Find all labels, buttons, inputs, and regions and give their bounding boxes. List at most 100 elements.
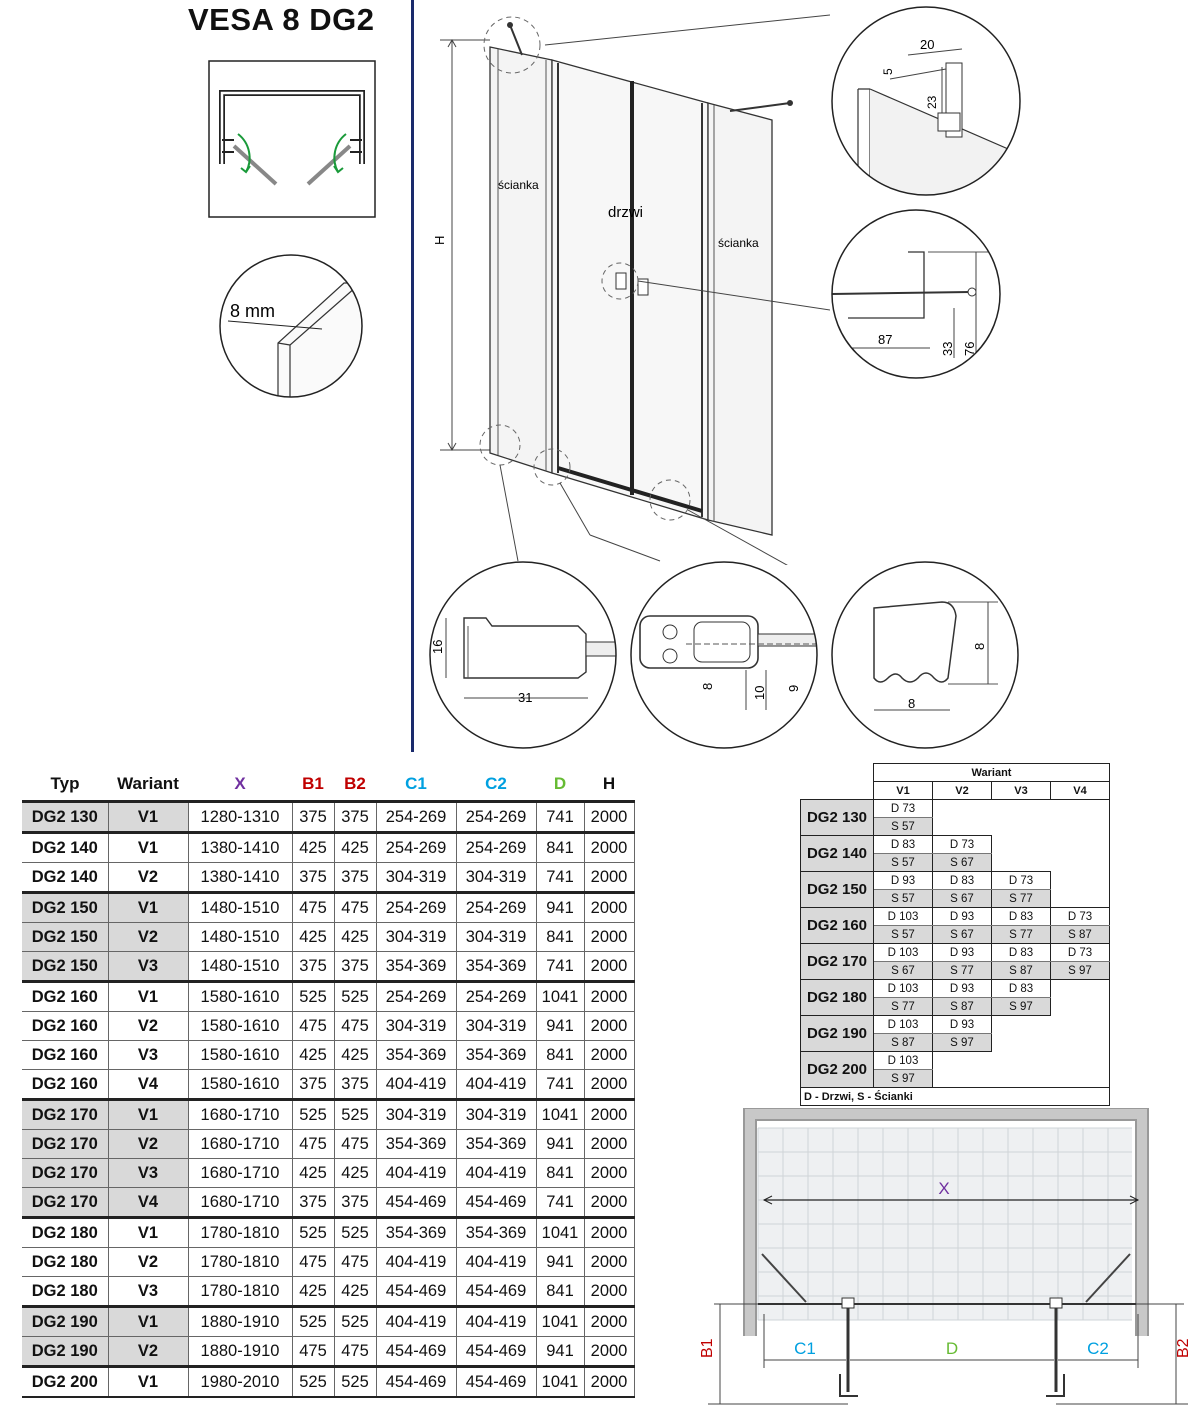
table-cell: DG2 170 — [22, 1187, 109, 1218]
table-cell: 1041 — [535, 980, 585, 1012]
variant-panel-width: S 67 — [932, 889, 992, 908]
table-cell: DG2 140 — [22, 862, 109, 893]
table-cell: V1 — [107, 891, 189, 923]
top-dim-2: 5 — [881, 68, 895, 75]
height-label: H — [432, 236, 447, 245]
table-cell: 454-469 — [375, 1336, 457, 1367]
variant-type: DG2 190 — [800, 1015, 874, 1052]
table-cell: V4 — [107, 1069, 189, 1100]
variant-panel-width: S 67 — [932, 925, 992, 944]
product-title: VESA 8 DG2 — [188, 2, 375, 37]
plan-c1-label: C1 — [794, 1339, 816, 1358]
variant-col: V3 — [991, 781, 1051, 800]
table-cell: V1 — [107, 1365, 189, 1398]
table-cell: 404-419 — [375, 1069, 457, 1100]
variant-door-width: D 73 — [1050, 907, 1110, 926]
table-cell: 304-319 — [375, 922, 457, 952]
variant-type: DG2 160 — [800, 907, 874, 944]
variant-door-width: D 103 — [873, 1015, 933, 1034]
glass-thickness-detail: 8 mm — [219, 254, 363, 398]
variant-col: V2 — [932, 781, 992, 800]
table-cell: DG2 180 — [22, 1276, 109, 1307]
table-cell: 254-269 — [455, 891, 537, 923]
table-cell: DG2 170 — [22, 1098, 109, 1130]
variant-empty — [1050, 853, 1110, 872]
variant-empty — [992, 1016, 1051, 1034]
table-cell: V4 — [107, 1187, 189, 1218]
col-x: X — [234, 774, 246, 793]
bar-dim-1: 87 — [878, 332, 892, 347]
variant-col: V1 — [873, 781, 933, 800]
table-cell: V1 — [107, 1216, 189, 1248]
table-cell: DG2 160 — [22, 1069, 109, 1100]
variant-door-width: D 73 — [932, 835, 992, 854]
table-cell: 475 — [291, 1247, 335, 1277]
table-cell: 304-319 — [375, 1011, 457, 1041]
table-cell: 404-419 — [455, 1158, 537, 1188]
table-cell: 454-469 — [455, 1365, 537, 1398]
opening-schematic — [208, 60, 376, 218]
table-cell: 404-419 — [375, 1247, 457, 1277]
variant-door-width: D 83 — [932, 871, 992, 890]
table-cell: 741 — [535, 1187, 585, 1218]
table-cell: 425 — [333, 1276, 377, 1307]
table-cell: 425 — [291, 831, 335, 863]
table-cell: 2000 — [583, 800, 635, 833]
variant-empty — [992, 1052, 1051, 1070]
table-cell: 304-319 — [455, 922, 537, 952]
table-cell: DG2 200 — [22, 1365, 109, 1398]
table-cell: 2000 — [583, 1129, 635, 1159]
variant-panel-width: S 87 — [932, 997, 992, 1016]
table-cell: 741 — [535, 1069, 585, 1100]
table-cell: 354-369 — [455, 1040, 537, 1070]
table-cell: DG2 130 — [22, 800, 109, 833]
table-cell: 254-269 — [455, 831, 537, 863]
table-cell: 2000 — [583, 922, 635, 952]
table-cell: 1880-1910 — [187, 1336, 293, 1367]
table-cell: 2000 — [583, 1336, 635, 1367]
table-cell: 454-469 — [375, 1276, 457, 1307]
table-cell: 525 — [333, 1216, 377, 1248]
variant-legend: D - Drzwi, S - Ścianki — [800, 1087, 1110, 1106]
table-cell: DG2 150 — [22, 951, 109, 982]
variant-empty — [933, 1070, 992, 1088]
variant-panel-width: S 57 — [873, 925, 933, 944]
table-cell: 2000 — [583, 891, 635, 923]
table-cell: 525 — [291, 980, 335, 1012]
table-cell: V3 — [107, 1040, 189, 1070]
table-cell: DG2 150 — [22, 891, 109, 923]
plan-b2-label: B2 — [1175, 1338, 1192, 1358]
plan-b1-label: B1 — [699, 1338, 716, 1358]
table-cell: 2000 — [583, 1098, 635, 1130]
variant-empty — [1050, 871, 1110, 890]
variant-empty — [1050, 835, 1110, 854]
table-cell: 354-369 — [375, 1129, 457, 1159]
table-cell: 525 — [291, 1305, 335, 1337]
variant-col: V4 — [1050, 781, 1110, 800]
plan-x-label: X — [938, 1179, 949, 1198]
table-cell: 354-369 — [455, 951, 537, 982]
top-dim-3: 23 — [925, 95, 939, 109]
variant-door-width: D 73 — [873, 799, 933, 818]
variant-panel-width: S 97 — [932, 1033, 992, 1052]
table-cell: 375 — [333, 862, 377, 893]
bar-dim-3: 76 — [962, 342, 977, 356]
table-cell: 475 — [333, 1011, 377, 1041]
table-cell: 2000 — [583, 1247, 635, 1277]
table-cell: 525 — [291, 1216, 335, 1248]
table-cell: DG2 140 — [22, 831, 109, 863]
variant-door-width: D 83 — [873, 835, 933, 854]
col-typ: Typ — [50, 774, 80, 793]
right-panel-label: ścianka — [718, 236, 759, 250]
table-cell: V2 — [107, 922, 189, 952]
variant-empty — [1050, 1033, 1110, 1052]
table-cell: 841 — [535, 1276, 585, 1307]
col-b2: B2 — [344, 774, 366, 793]
variant-type: DG2 150 — [800, 871, 874, 908]
variant-door-width: D 93 — [873, 871, 933, 890]
table-cell: 425 — [333, 1040, 377, 1070]
